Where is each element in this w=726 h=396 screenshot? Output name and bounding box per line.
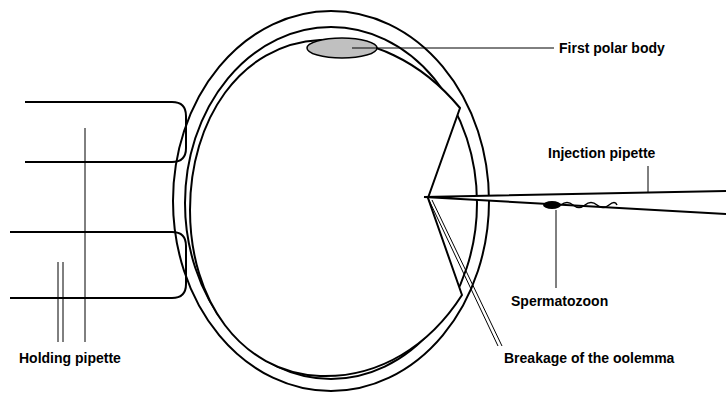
holding-pipette-upper [25,102,186,162]
part-label: First polar body [558,40,666,56]
part-label: Spermatozoon [510,293,609,309]
leader-line [63,262,64,342]
injection-pipette [424,191,726,214]
leader-line [556,210,557,288]
leader-line [352,48,554,49]
sperm-head [543,201,561,209]
sperm-tail [561,203,617,208]
oolemma [190,40,462,376]
leader-line [648,166,649,192]
leader-line [428,198,498,346]
part-label: Breakage of the oolemma [503,350,675,366]
zona-outer [173,11,489,391]
leader-line [432,200,502,346]
leader-line [85,128,86,342]
leader-line [58,262,59,342]
part-label: Injection pipette [547,145,656,161]
part-label: Holding pipette [18,350,122,366]
holding-pipette-lower [10,232,186,298]
